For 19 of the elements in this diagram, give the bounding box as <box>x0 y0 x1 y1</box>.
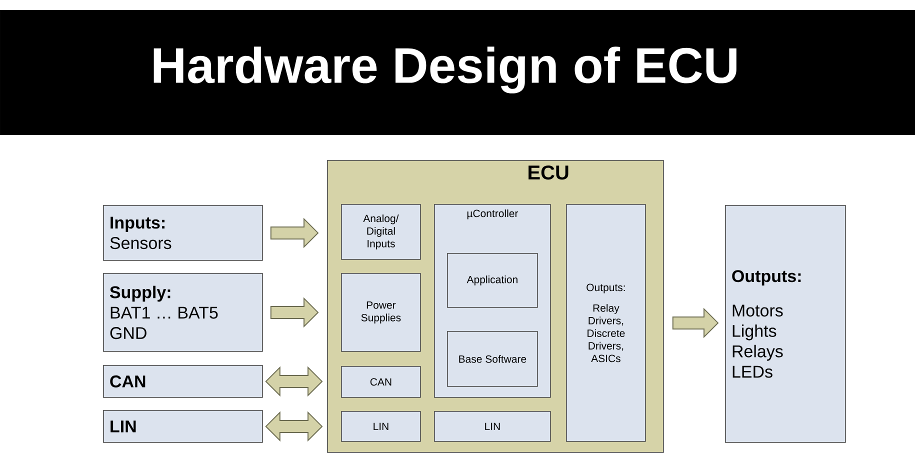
module-box: CAN <box>341 366 421 398</box>
module-box: LIN <box>434 411 551 442</box>
driver-box: Outputs: Relay Drivers, Discrete Drivers, ASICs <box>566 204 646 442</box>
input-box: Inputs: Sensors <box>103 205 263 261</box>
module-box: LIN <box>341 411 421 442</box>
title: Hardware Design of ECU <box>154 46 736 94</box>
module-box: Analog/ Digital Inputs <box>341 204 421 260</box>
block-arrow <box>265 411 323 442</box>
output-box: Outputs: Motors Lights Relays LEDs <box>725 205 846 443</box>
block-arrow <box>270 297 319 328</box>
bus-box: LIN <box>103 410 263 443</box>
block-arrow <box>270 218 319 248</box>
software-box: Base Software <box>447 331 538 387</box>
block-arrow <box>265 366 323 397</box>
software-box: Application <box>447 253 538 308</box>
supply-box: Supply: BAT1 … BAT5 GND <box>103 273 263 352</box>
module-box: Power Supplies <box>341 273 421 352</box>
block-arrow <box>672 308 719 338</box>
bus-box: CAN <box>103 365 263 398</box>
